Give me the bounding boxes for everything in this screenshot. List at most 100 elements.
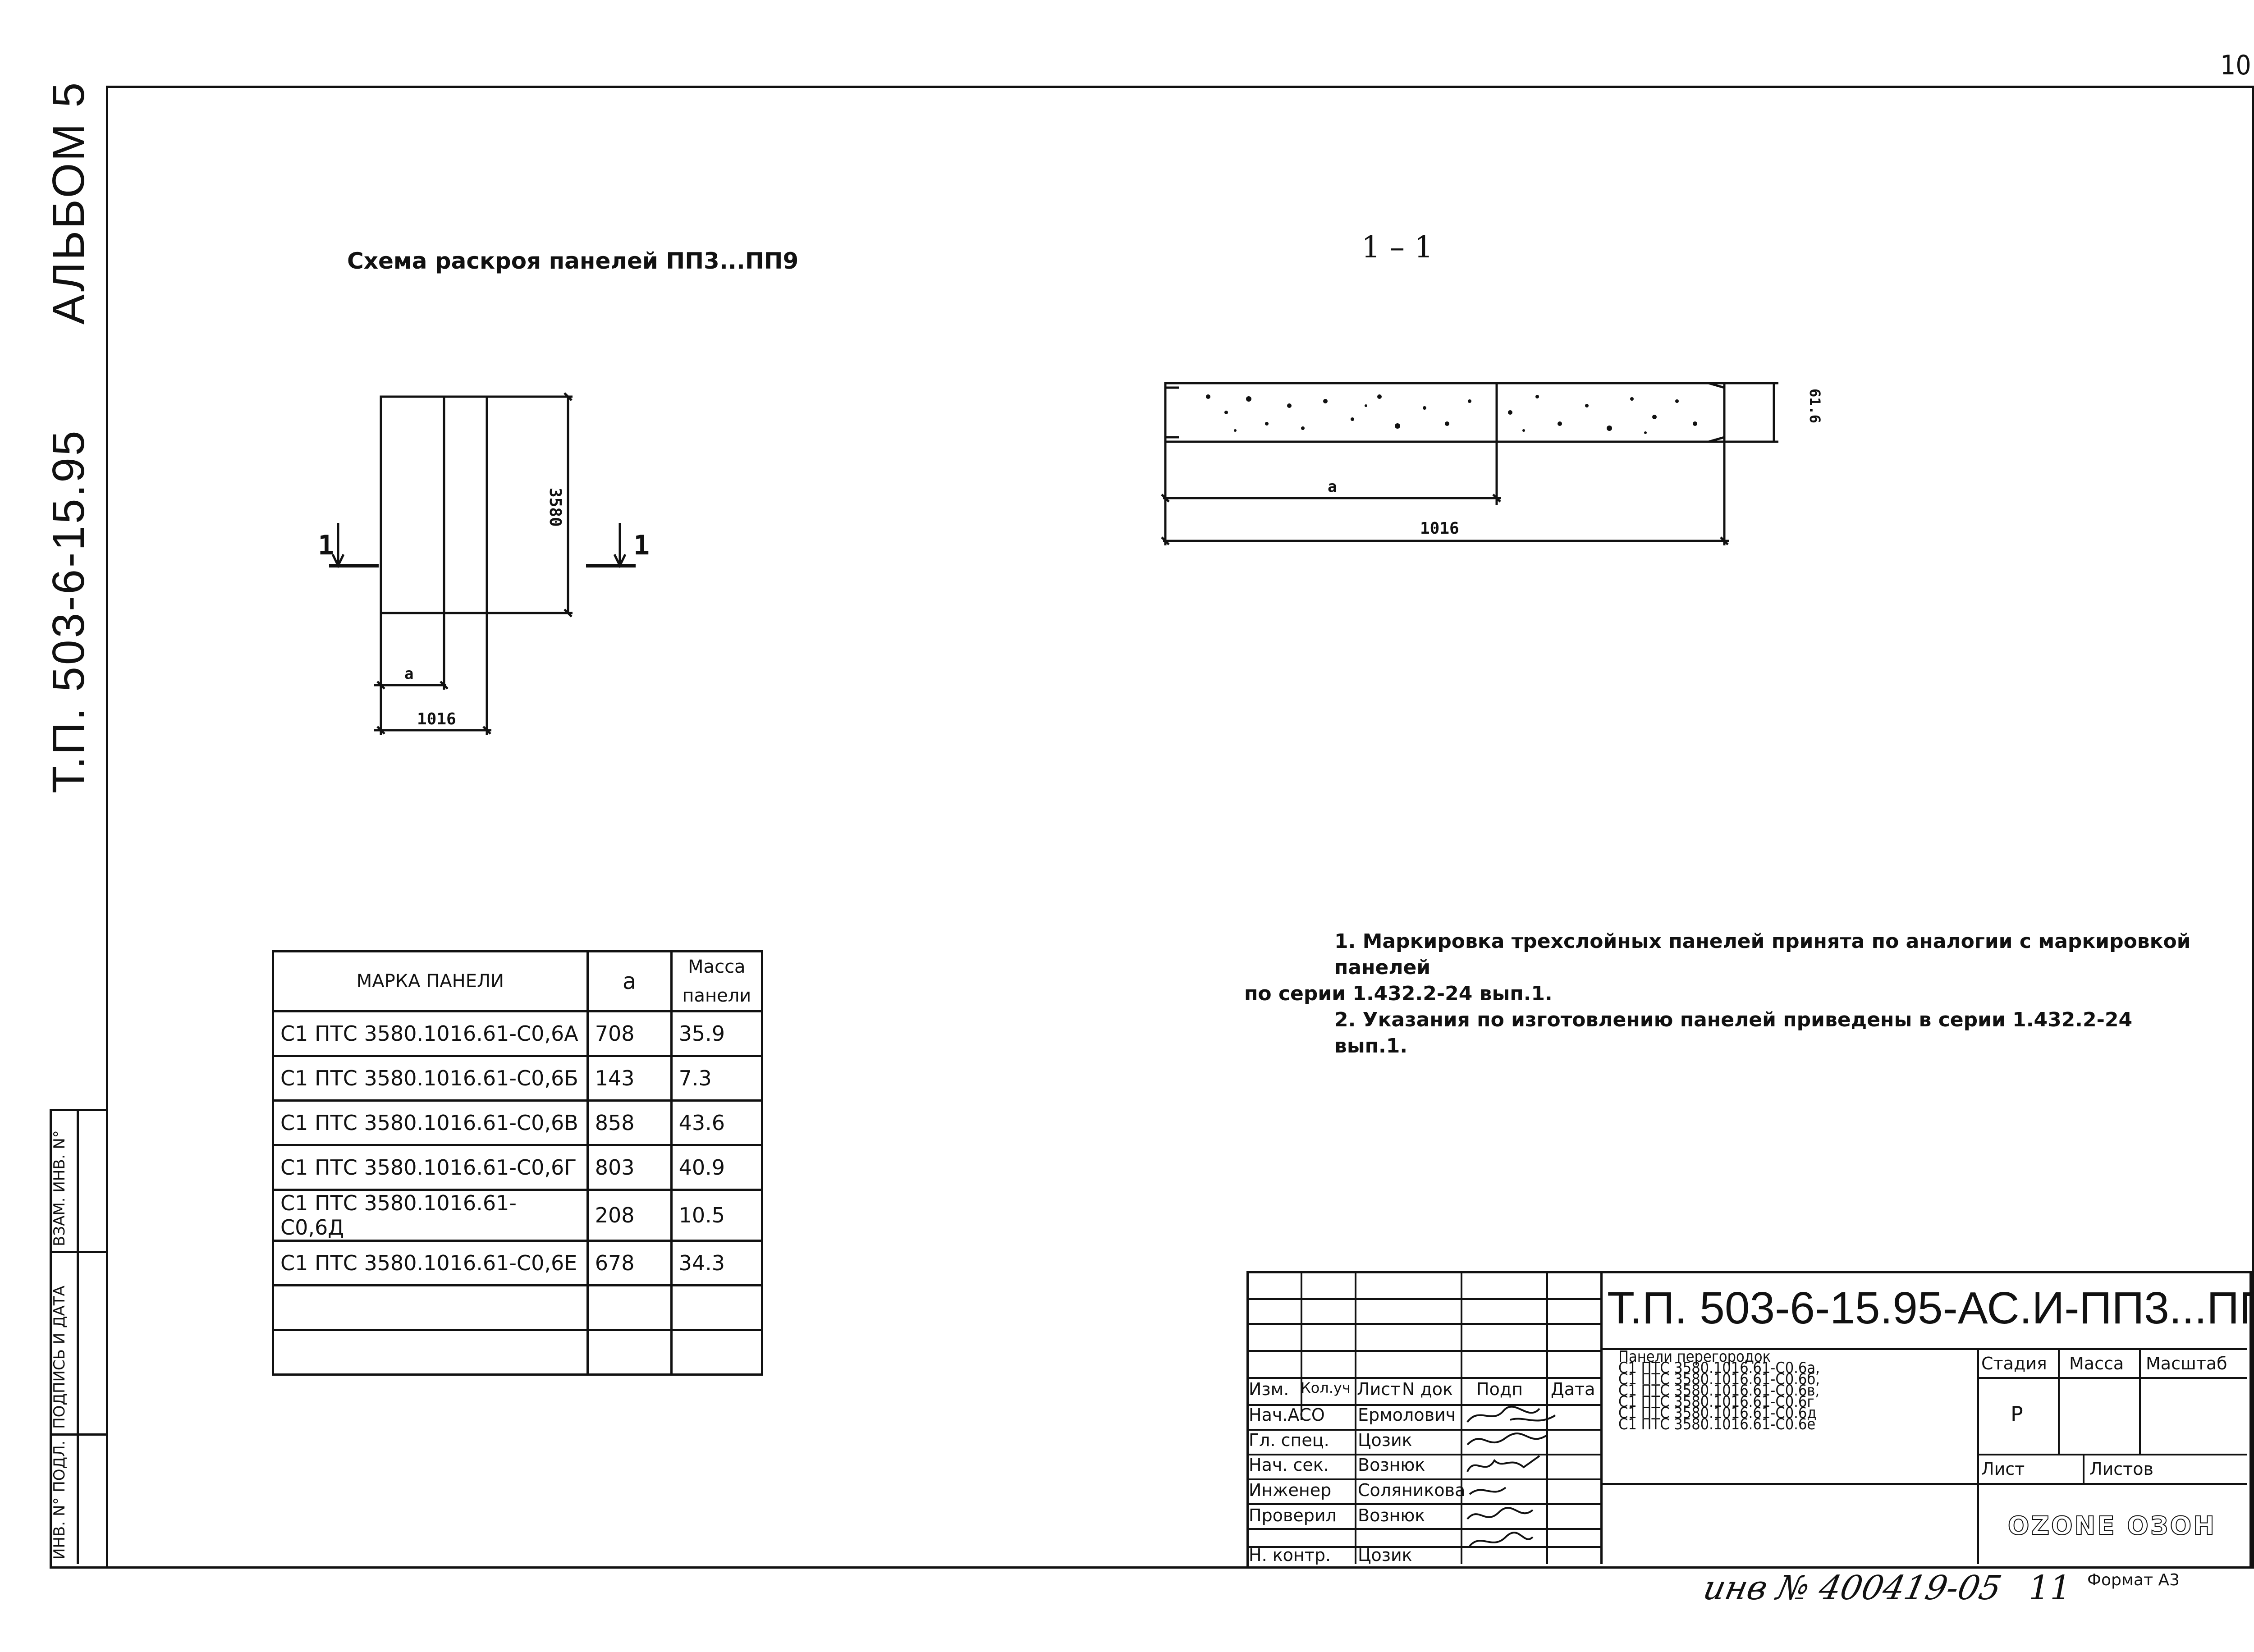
- signature-1: [1466, 1405, 1556, 1423]
- cell-mass: 40.9: [670, 1144, 764, 1191]
- table-header-row: МАРКА ПАНЕЛИ a Масса панели: [272, 950, 764, 1012]
- scale-label: Масштаб: [2146, 1354, 2227, 1373]
- format-label: Формат А3: [2087, 1571, 2180, 1589]
- section-outline: [1164, 382, 1726, 443]
- drawing-frame: [106, 86, 2254, 1569]
- staff-role: Н. контр.: [1249, 1545, 1331, 1565]
- mass-label: Масса: [2069, 1354, 2124, 1373]
- cell-mass: 7.3: [670, 1055, 764, 1102]
- side-label-inv: ИНВ. N° ПОДЛ.: [50, 1440, 69, 1560]
- scheme-height-dim: 3580: [546, 488, 564, 527]
- header-mass: Масса панели: [670, 950, 764, 1012]
- cell-a: 678: [586, 1240, 673, 1286]
- sheets-label: Листов: [2089, 1459, 2153, 1479]
- hdr-podp: Подп: [1476, 1379, 1523, 1399]
- ozone-logo: OZONE ОЗОН: [1984, 1506, 2240, 1546]
- section-width-dim: 1016: [1420, 519, 1459, 538]
- header-mark: МАРКА ПАНЕЛИ: [272, 950, 589, 1012]
- staff-role: Инженер: [1249, 1480, 1332, 1500]
- panel-marks-table: МАРКА ПАНЕЛИ a Масса панели С1 ПТС 3580.…: [272, 950, 764, 1376]
- scheme-a-dim: a: [404, 665, 414, 683]
- side-label-sign: ПОДПИСЬ И ДАТА: [50, 1286, 69, 1429]
- table-row: [272, 1284, 764, 1331]
- desc-line: Панели перегородок: [1618, 1348, 1771, 1366]
- section-thickness-dim: 61.6: [1806, 389, 1823, 424]
- cell-mass: 10.5: [670, 1189, 764, 1242]
- desc-line: С1 ПТС 3580.1016.61-С0.6б,: [1618, 1370, 1820, 1388]
- side-stamp: [50, 1109, 108, 1569]
- insulation-hatch: [1206, 394, 1697, 434]
- side-stamp-divider: [50, 1433, 106, 1436]
- table-row: С1 ПТС 3580.1016.61-С0,6А 708 35.9: [272, 1010, 764, 1057]
- cell-a: 143: [586, 1055, 673, 1102]
- stage-label: Стадия: [1981, 1354, 2047, 1373]
- staff-name: Ермолович: [1358, 1405, 1456, 1425]
- desc-line: С1 ПТС 3580.1016.61-С0.6а,: [1618, 1359, 1820, 1377]
- staff-name: Вознюк: [1358, 1506, 1425, 1525]
- hdr-ndok: N док: [1402, 1379, 1453, 1399]
- section-title: 1 – 1: [1361, 230, 1433, 265]
- cell-mass: 35.9: [670, 1010, 764, 1057]
- staff-name: Цозик: [1358, 1430, 1412, 1450]
- section-a-dim: a: [1328, 478, 1337, 496]
- cell-a: [586, 1284, 673, 1331]
- table-row: С1 ПТС 3580.1016.61-С0,6Б 143 7.3: [272, 1055, 764, 1102]
- staff-name: Цозик: [1358, 1545, 1412, 1565]
- signature-5: [1466, 1507, 1534, 1520]
- cell-mark: С1 ПТС 3580.1016.61-С0,6Б: [272, 1055, 589, 1102]
- desc-line: С1 ПТС 3580.1016.61-С0.6г: [1618, 1393, 1814, 1411]
- signature-3: [1466, 1455, 1540, 1472]
- staff-role: Нач.АСО: [1249, 1405, 1325, 1425]
- logo-text: OZONE ОЗОН: [2007, 1511, 2217, 1541]
- staff-name: Вознюк: [1358, 1455, 1425, 1475]
- header-a: a: [586, 950, 673, 1012]
- staff-role: Проверил: [1249, 1506, 1337, 1525]
- document-code: Т.П. 503-6-15.95-АС.И-ПП3...ПП8: [1607, 1283, 2254, 1333]
- inventory-number: инв № 400419-05: [1700, 1569, 2005, 1607]
- staff-role: Гл. спец.: [1249, 1430, 1329, 1450]
- stage-value: Р: [2011, 1402, 2023, 1426]
- project-label: Т.П. 503-6-15.95: [43, 429, 94, 793]
- hdr-kolich: Кол.уч: [1301, 1379, 1351, 1396]
- table-row: [272, 1329, 764, 1376]
- cell-mass: [670, 1284, 764, 1331]
- cell-mass: 43.6: [670, 1099, 764, 1146]
- cell-a: 858: [586, 1099, 673, 1146]
- staff-role: Нач. сек.: [1249, 1455, 1329, 1475]
- table-row: С1 ПТС 3580.1016.61-С0,6Д 208 10.5: [272, 1189, 764, 1242]
- cell-a: 708: [586, 1010, 673, 1057]
- album-label: АЛЬБОМ 5: [43, 80, 94, 325]
- description: Панели перегородок С1 ПТС 3580.1016.61-С…: [1618, 1348, 1820, 1432]
- side-label-replace: ВЗАМ. ИНВ. N°: [50, 1130, 69, 1246]
- staff-name: Соляникова: [1358, 1480, 1466, 1500]
- page-number: 10: [2220, 50, 2251, 81]
- cell-a: [586, 1329, 673, 1376]
- note-1: 1. Маркировка трехслойных панелей принят…: [1334, 930, 2191, 979]
- scheme-width-dim: 1016: [417, 710, 456, 728]
- scheme-title: Схема раскроя панелей ПП3...ПП9: [347, 248, 799, 274]
- cell-mark: С1 ПТС 3580.1016.61-С0,6А: [272, 1010, 589, 1057]
- cut-label-right: 1: [633, 530, 650, 561]
- cell-mass: 34.3: [670, 1240, 764, 1286]
- hdr-izm: Изм.: [1249, 1379, 1289, 1399]
- cell-a: 208: [586, 1189, 673, 1242]
- table-row: С1 ПТС 3580.1016.61-С0,6Е 678 34.3: [272, 1240, 764, 1286]
- cell-mark: [272, 1329, 589, 1376]
- panel-outline: [380, 395, 569, 614]
- section-drawing: [1161, 382, 1778, 545]
- cell-mark: С1 ПТС 3580.1016.61-С0,6Е: [272, 1240, 589, 1286]
- signature-6: [1469, 1532, 1534, 1547]
- hdr-data: Дата: [1551, 1379, 1595, 1399]
- scheme-drawing: [329, 392, 636, 735]
- table-row: С1 ПТС 3580.1016.61-С0,6В 858 43.6: [272, 1099, 764, 1146]
- signature-2: [1466, 1432, 1547, 1446]
- sheet-label: Лист: [1981, 1459, 2025, 1479]
- cell-mark: С1 ПТС 3580.1016.61-С0,6Д: [272, 1189, 589, 1242]
- desc-line: С1 ПТС 3580.1016.61-С0.6в,: [1618, 1382, 1820, 1400]
- side-stamp-divider: [50, 1251, 106, 1253]
- signatures: [1466, 1405, 1556, 1547]
- footer-sheet-number: 11: [2029, 1569, 2071, 1607]
- cell-a: 803: [586, 1144, 673, 1191]
- title-block: [1246, 1271, 2252, 1569]
- desc-line: С1 ПТС 3580.1016.61-С0.6д: [1618, 1404, 1817, 1422]
